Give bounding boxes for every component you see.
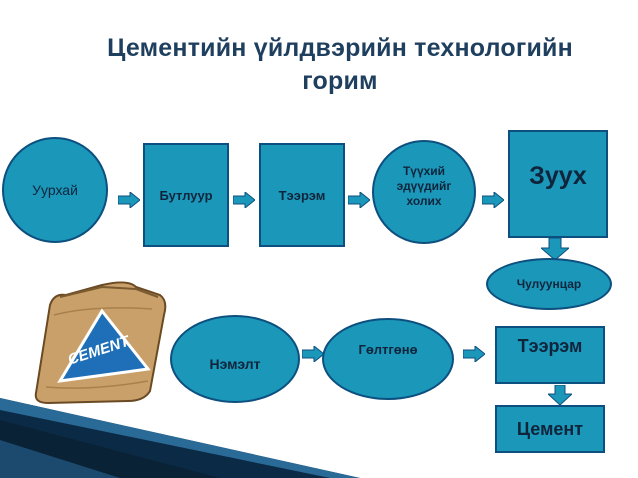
node-clinker-label: Чулуунцар xyxy=(516,277,582,291)
node-mix-label: Түүхий эдүүдийг холих xyxy=(396,164,452,208)
node-gypsum: Гөлтгөнө xyxy=(322,318,454,400)
arrow-mine-crusher xyxy=(118,192,140,208)
arrow-gypsum-mill xyxy=(463,346,485,362)
node-mill-2: Тээрэм xyxy=(495,326,605,384)
node-additive-label: Нэмэлт xyxy=(209,356,261,372)
node-gypsum-label: Гөлтгөнө xyxy=(358,342,418,357)
arrow-mix-kiln xyxy=(482,192,504,208)
arrow-additive-gypsum xyxy=(302,346,324,362)
node-mill-2-label: Тээрэм xyxy=(517,336,583,356)
node-clinker: Чулуунцар xyxy=(486,258,612,310)
node-mix: Түүхий эдүүдийг холих xyxy=(372,140,476,244)
page-title: Цементийн үйлдвэрийн технологийн горим xyxy=(60,32,620,98)
arrow-kiln-clinker xyxy=(541,238,569,260)
node-kiln-label: Зуух xyxy=(529,162,587,190)
node-mine-label: Уурхай xyxy=(32,182,78,198)
node-crusher: Бутлуур xyxy=(143,143,229,247)
node-cement-label: Цемент xyxy=(516,418,584,439)
arrow-mill-mix xyxy=(348,192,370,208)
node-cement: Цемент xyxy=(495,405,605,453)
node-mill-1-label: Тээрэм xyxy=(278,187,326,203)
node-kiln: Зуух xyxy=(508,130,608,238)
node-additive: Нэмэлт xyxy=(170,315,300,403)
node-mine: Уурхай xyxy=(2,137,108,243)
arrow-crusher-mill xyxy=(233,192,255,208)
node-crusher-label: Бутлуур xyxy=(159,187,213,203)
cement-bag-icon: CEMENT xyxy=(34,281,167,405)
title-line-2: горим xyxy=(302,67,378,95)
title-line-1: Цементийн үйлдвэрийн технологийн xyxy=(107,34,573,62)
arrow-mill-cement xyxy=(548,385,572,405)
node-mill-1: Тээрэм xyxy=(259,143,345,247)
